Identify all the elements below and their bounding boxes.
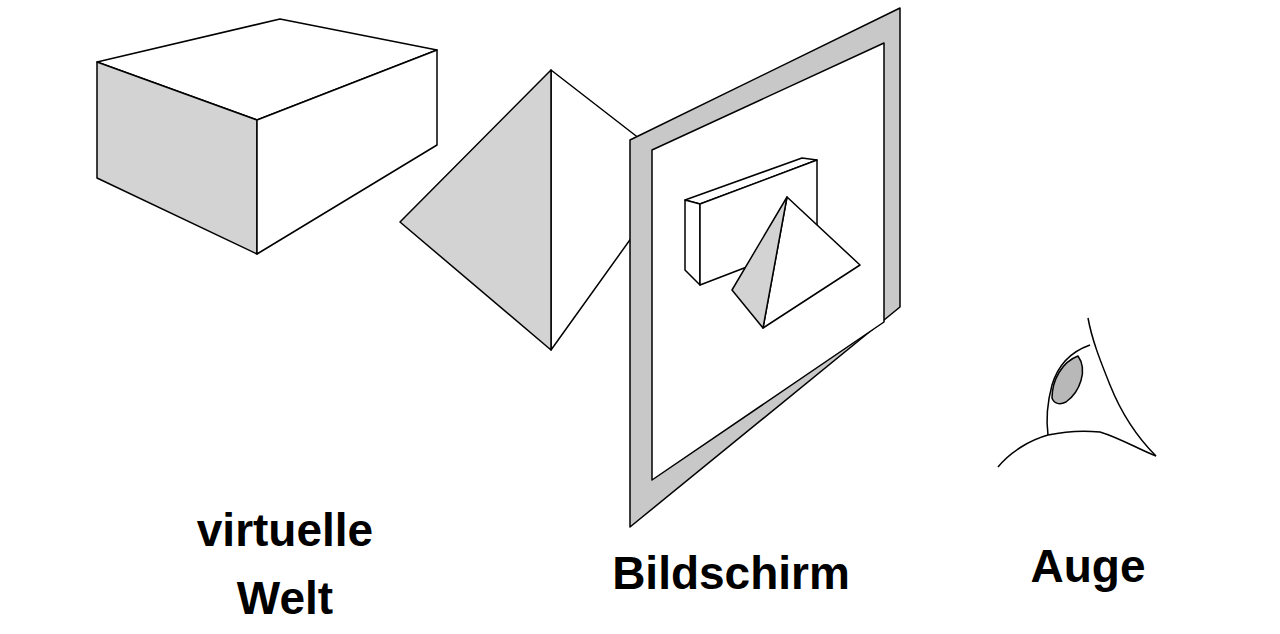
caption-label: virtuelle Welt (155, 496, 415, 632)
screen-area (652, 43, 884, 480)
cuboid-left-face (97, 62, 257, 254)
eye-cheek (998, 435, 1048, 467)
eye-brow-nose (1088, 318, 1156, 456)
eye-lower (1048, 431, 1156, 456)
pyramid-left-face (400, 70, 551, 350)
caption-label: Bildschirm (551, 539, 911, 607)
eye-lid (1047, 345, 1090, 435)
projected-box-end (685, 200, 700, 285)
projected-pyramid-left (732, 197, 787, 328)
eye-iris (1052, 356, 1082, 404)
caption-label: Auge (978, 532, 1198, 600)
screen-frame (630, 8, 900, 527)
eye (998, 318, 1156, 467)
